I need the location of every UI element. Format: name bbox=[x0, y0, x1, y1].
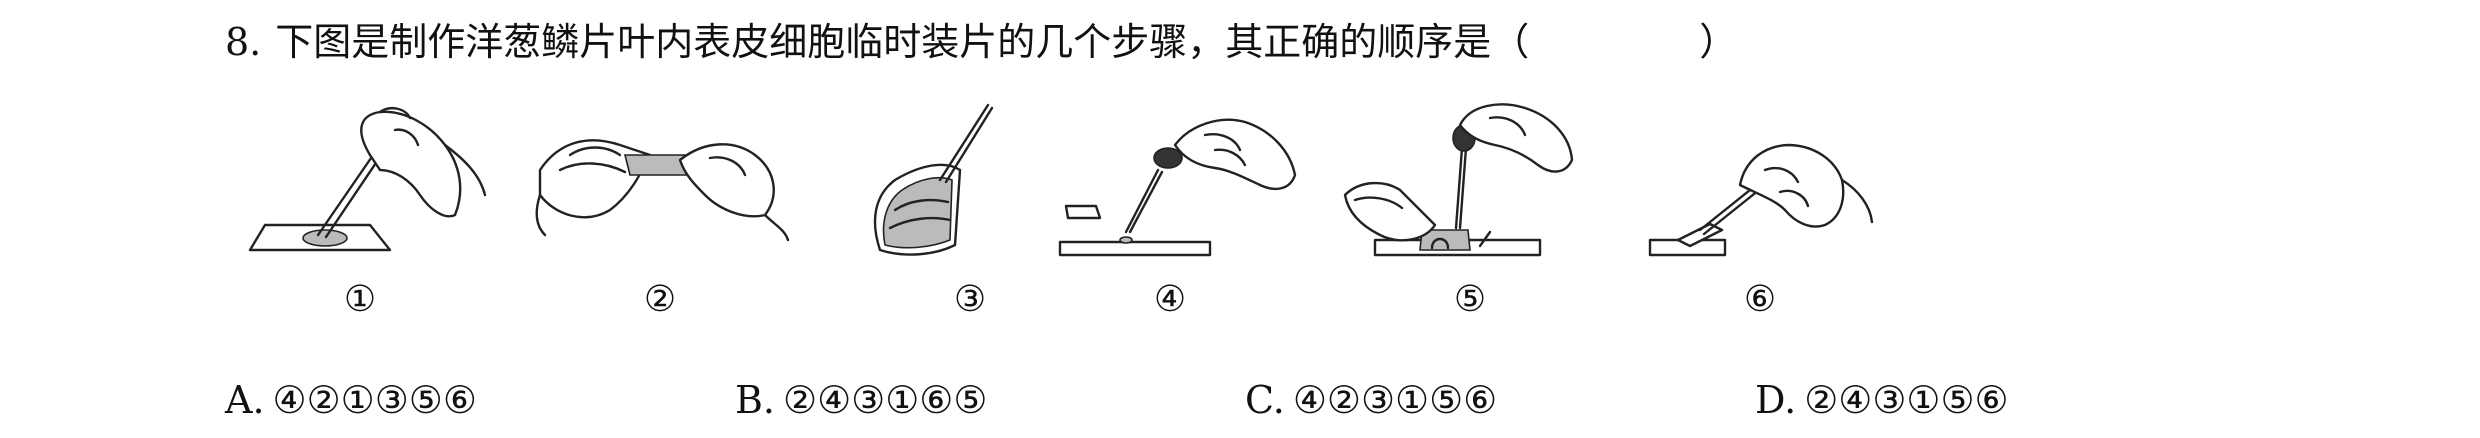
figure-label: ② bbox=[530, 278, 790, 322]
option-text: ④②③①⑤⑥ bbox=[1293, 378, 1497, 422]
staining-with-dropper-icon bbox=[1340, 100, 1600, 275]
question-close-paren: ） bbox=[1699, 20, 1737, 64]
tweezers-spreading-tissue-icon bbox=[230, 100, 490, 275]
option-text: ④②①③⑤⑥ bbox=[273, 378, 477, 422]
option-letter: D. bbox=[1755, 378, 1796, 422]
figure-label: ⑤ bbox=[1340, 278, 1600, 322]
dropping-water-icon bbox=[1040, 100, 1300, 275]
figure-step-2: ② bbox=[530, 100, 790, 330]
wiping-slide-icon bbox=[530, 100, 790, 275]
placing-coverslip-icon bbox=[1630, 100, 1890, 275]
option-text: ②④③①⑥⑤ bbox=[783, 378, 987, 422]
figure-label: ① bbox=[230, 278, 490, 322]
question-number: 8. bbox=[225, 20, 261, 64]
option-letter: B. bbox=[735, 378, 775, 422]
option-c[interactable]: C.④②③①⑤⑥ bbox=[1245, 372, 1497, 428]
figure-step-6: ⑥ bbox=[1630, 100, 1890, 330]
figure-label: ④ bbox=[1040, 278, 1300, 322]
figure-label: ⑥ bbox=[1630, 278, 1890, 322]
answer-options: A.④②①③⑤⑥ B.②④③①⑥⑤ C.④②③①⑤⑥ D.②④③①⑤⑥ bbox=[0, 372, 2480, 428]
figure-step-5: ⑤ bbox=[1340, 100, 1600, 330]
option-letter: A. bbox=[225, 378, 265, 422]
option-text: ②④③①⑤⑥ bbox=[1804, 378, 2008, 422]
option-d[interactable]: D.②④③①⑤⑥ bbox=[1755, 372, 2009, 428]
option-a[interactable]: A.④②①③⑤⑥ bbox=[225, 372, 477, 428]
question-text: 下图是制作洋葱鳞片叶内表皮细胞临时装片的几个步骤，其正确的顺序是（ bbox=[275, 20, 1529, 64]
option-letter: C. bbox=[1245, 378, 1285, 422]
figure-step-4: ④ bbox=[1040, 100, 1300, 330]
figure-step-1: ① bbox=[230, 100, 490, 330]
option-b[interactable]: B.②④③①⑥⑤ bbox=[735, 372, 987, 428]
question-stem: 8. 下图是制作洋葱鳞片叶内表皮细胞临时装片的几个步骤，其正确的顺序是（ ） bbox=[225, 14, 1737, 70]
